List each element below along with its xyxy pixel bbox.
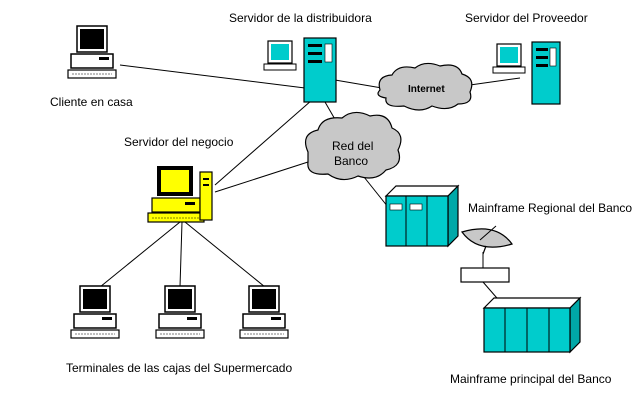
desktop-computer-icon [155, 285, 205, 339]
label-mainframe-regional: Mainframe Regional del Banco [468, 201, 632, 215]
label-negocio: Servidor del negocio [124, 135, 234, 149]
server-tower-icon [263, 37, 337, 103]
desktop-computer-icon [67, 25, 117, 79]
link-internet-proveedor [469, 77, 521, 86]
link-negocio-terminal-2 [179, 221, 183, 288]
link-negocio-terminal-1 [99, 221, 181, 288]
link-negocio-red [214, 161, 309, 193]
link-negocio-terminal-3 [184, 221, 266, 288]
desktop-computer-icon [70, 285, 120, 339]
main-mainframe: Mainframe principal del Banco [450, 296, 612, 386]
distributor-server: Servidor de la distribuidora [229, 11, 372, 103]
label-proveedor: Servidor del Proveedor [465, 11, 588, 25]
label-red-line2: Banco [334, 154, 368, 168]
label-distribuidora: Servidor de la distribuidora [229, 11, 372, 25]
connections [99, 64, 521, 306]
mainframe-icon [482, 296, 582, 354]
satellite-base-box [460, 267, 510, 283]
cloud-icon [305, 111, 402, 181]
cloud-icon [377, 62, 473, 111]
label-cliente: Cliente en casa [50, 95, 133, 109]
regional-mainframe: Mainframe Regional del Banco [384, 184, 632, 248]
label-mainframe-principal: Mainframe principal del Banco [450, 372, 612, 386]
bank-network-cloud: Red del Banco [305, 111, 402, 181]
satellite-link [460, 225, 513, 283]
label-red-line1: Red del [332, 139, 373, 153]
business-server: Servidor del negocio [124, 135, 234, 223]
server-tower-icon [492, 41, 561, 105]
provider-server: Servidor del Proveedor [465, 11, 588, 105]
desktop-computer-icon [147, 166, 213, 223]
supermarket-terminals: Terminales de las cajas del Supermercado [66, 285, 292, 375]
home-client-computer: Cliente en casa [50, 25, 133, 109]
mainframe-icon [384, 184, 460, 248]
link-distribuidora-internet [334, 79, 383, 89]
desktop-computer-icon [239, 285, 289, 339]
label-internet: Internet [408, 84, 445, 95]
link-cliente-distribuidora [119, 64, 306, 89]
internet-cloud: Internet [377, 62, 473, 111]
label-terminales: Terminales de las cajas del Supermercado [66, 361, 292, 375]
link-distribuidora-negocio [214, 99, 313, 186]
satellite-dish-icon [461, 225, 513, 255]
